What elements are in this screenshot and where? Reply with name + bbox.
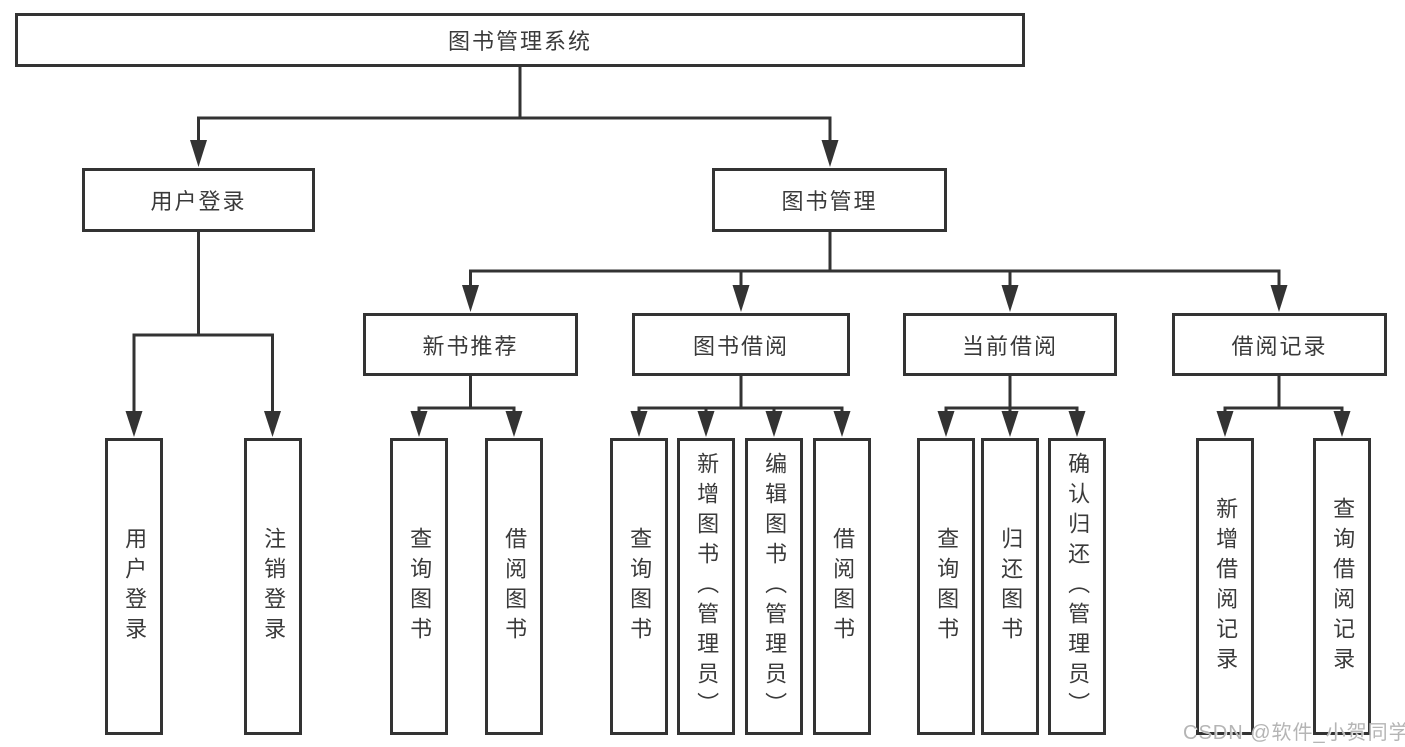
leaf-add-book-admin: 新增图书（管理员） — [677, 438, 735, 735]
leaf-query-borrow-record: 查询借阅记录 — [1313, 438, 1371, 735]
leaf-return-book: 归还图书 — [981, 438, 1039, 735]
node-borrowing-records: 借阅记录 — [1172, 313, 1387, 376]
node-label: 查询图书 — [627, 526, 653, 647]
node-label: 新增借阅记录 — [1213, 496, 1239, 677]
leaf-user-login: 用户登录 — [105, 438, 163, 735]
node-label: 注销登录 — [261, 526, 287, 647]
leaf-query-books-recommend: 查询图书 — [390, 438, 448, 735]
node-book-borrowing: 图书借阅 — [632, 313, 850, 376]
node-label: 新书推荐 — [422, 333, 519, 359]
node-user-login: 用户登录 — [82, 168, 315, 232]
leaf-add-borrow-record: 新增借阅记录 — [1196, 438, 1254, 735]
node-label: 归还图书 — [998, 526, 1024, 647]
node-label: 借阅图书 — [502, 526, 528, 647]
node-label: 查询图书 — [407, 526, 433, 647]
node-label: 确认归还（管理员） — [1065, 451, 1091, 722]
node-label: 用户登录 — [122, 526, 148, 647]
node-new-book-recommendation: 新书推荐 — [363, 313, 578, 376]
node-label: 编辑图书（管理员） — [762, 451, 788, 722]
node-label: 图书管理 — [781, 189, 878, 214]
node-label: 图书管理系统 — [447, 29, 592, 54]
node-label: 图书借阅 — [692, 333, 789, 359]
node-label: 借阅图书 — [830, 526, 856, 647]
node-current-borrowing: 当前借阅 — [903, 313, 1117, 376]
node-library-system: 图书管理系统 — [15, 13, 1025, 67]
leaf-borrow-books-borrowing: 借阅图书 — [813, 438, 871, 735]
node-label: 查询图书 — [934, 526, 960, 647]
node-label: 新增图书（管理员） — [694, 451, 720, 722]
node-label: 借阅记录 — [1231, 333, 1328, 359]
leaf-query-books-current: 查询图书 — [917, 438, 975, 735]
leaf-edit-book-admin: 编辑图书（管理员） — [745, 438, 803, 735]
watermark: CSDN @软件_小贺同学 — [1183, 722, 1405, 744]
leaf-query-books-borrowing: 查询图书 — [610, 438, 668, 735]
node-label: 用户登录 — [150, 189, 247, 214]
node-book-management: 图书管理 — [712, 168, 947, 232]
leaf-logout: 注销登录 — [244, 438, 302, 735]
node-label: 当前借阅 — [961, 333, 1058, 359]
node-label: 查询借阅记录 — [1330, 496, 1356, 677]
leaf-confirm-return-admin: 确认归还（管理员） — [1048, 438, 1106, 735]
leaf-borrow-books-recommend: 借阅图书 — [485, 438, 543, 735]
